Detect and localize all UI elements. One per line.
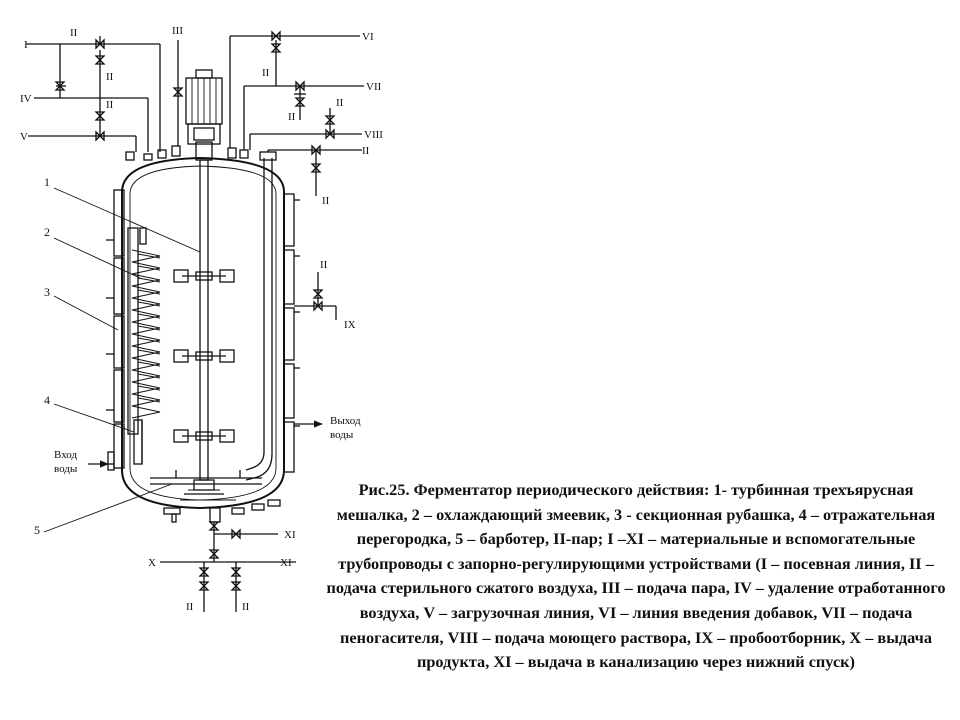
agitator [173, 69, 235, 495]
label-II-c: II [106, 99, 114, 111]
label-II-i: II [320, 259, 328, 271]
label-IV: IV [20, 93, 32, 105]
bottom-flanges [163, 499, 281, 523]
valves-top-left [54, 36, 184, 142]
water-out-label-2: воды [330, 429, 354, 441]
water-out-label-1: Выход [330, 415, 361, 427]
part-number-4: 4 [44, 393, 50, 407]
label-III: III [172, 25, 183, 37]
label-II-k: II [242, 601, 250, 613]
label-VI: VI [362, 31, 374, 43]
label-II-e: II [288, 111, 296, 123]
label-II-j: II [186, 601, 194, 613]
label-II-a: II [70, 27, 78, 39]
bottom-impeller [184, 479, 224, 495]
valves-bottom [198, 521, 242, 591]
turbine-level-3 [173, 429, 235, 443]
water-in-label-2: воды [54, 463, 78, 475]
part-number-2: 2 [44, 225, 50, 239]
sectional-jacket-right [283, 193, 300, 473]
sampler-line [294, 272, 337, 320]
turbine-level-1 [173, 269, 235, 283]
part-number-1: 1 [44, 175, 50, 189]
cooling-coil [127, 227, 161, 435]
label-XI-a: XI [284, 529, 296, 541]
label-V: V [20, 131, 28, 143]
part-number-3: 3 [44, 285, 50, 299]
label-II-d: II [262, 67, 270, 79]
figure-caption: Рис.25. Ферментатор периодического дейст… [326, 480, 946, 672]
turbine-level-2 [173, 349, 235, 363]
label-X: X [148, 557, 156, 569]
label-IX: IX [344, 319, 356, 331]
label-VII: VII [366, 81, 382, 93]
leader-lines [43, 187, 201, 533]
label-VIII: VIII [364, 129, 383, 141]
water-in-label-1: Вход [54, 449, 77, 461]
sparger [150, 470, 262, 501]
valves-top-right [270, 30, 336, 173]
label-I: I [24, 39, 28, 51]
vessel-body [121, 156, 285, 510]
internal-pipe-right [245, 151, 277, 481]
label-II-g: II [362, 145, 370, 157]
part-number-5: 5 [34, 523, 40, 537]
piping-bottom [160, 522, 296, 612]
label-II-h: II [322, 195, 330, 207]
label-II-f: II [336, 97, 344, 109]
baffle [133, 419, 143, 465]
piping-top-left [26, 40, 179, 152]
label-XI-b: XI [280, 557, 292, 569]
label-II-b: II [106, 71, 114, 83]
